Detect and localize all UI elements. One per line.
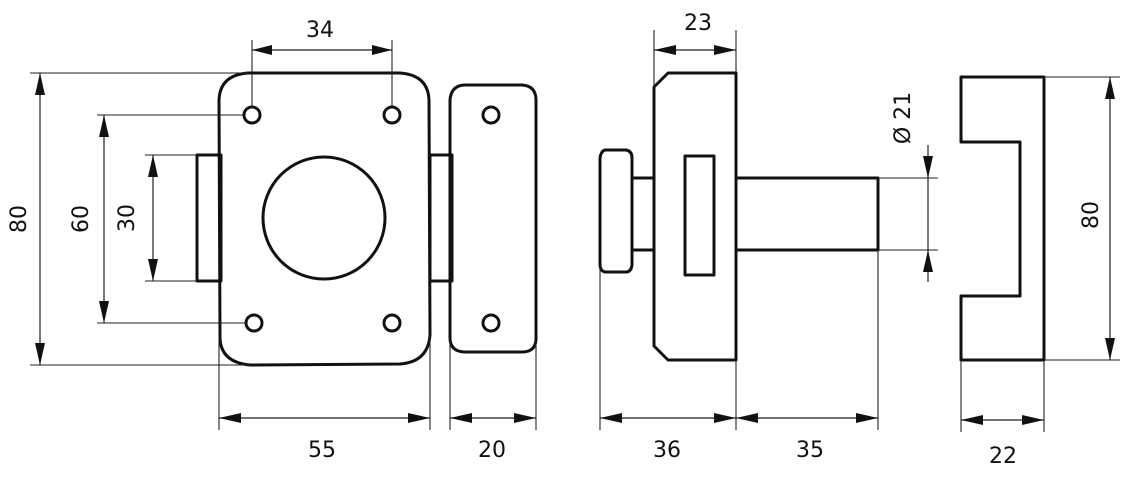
dim-keeper-width: 20: [478, 438, 506, 463]
cylinder-circle: [261, 155, 387, 281]
front-dimensions: 34 80 60 30 55 20: [7, 18, 537, 463]
dim-front-height: 80: [7, 205, 32, 233]
side-body: [652, 71, 738, 362]
dim-hole-vertical: 60: [69, 205, 94, 233]
dim-cylinder-length: 35: [796, 438, 824, 463]
side-dimensions: 23 36 35 Ø 21: [599, 11, 938, 463]
front-view-lock-body: [195, 71, 454, 367]
side-knob: [598, 148, 634, 274]
dim-keeper-side-depth: 22: [989, 444, 1017, 469]
screw-hole-bottom-right: [382, 313, 402, 333]
screw-hole-bottom-left: [244, 313, 264, 333]
dim-front-width: 55: [308, 438, 336, 463]
keeper-hole-top: [481, 105, 501, 125]
dim-knob-depth: 36: [653, 438, 681, 463]
front-view-keeper: [448, 83, 538, 354]
dim-body-depth: 23: [684, 11, 712, 36]
dim-cylinder-diameter: Ø 21: [891, 92, 916, 144]
screw-hole-top-left: [242, 105, 262, 125]
dim-keeper-side-height: 80: [1079, 201, 1104, 229]
keeper-hole-bottom: [481, 313, 501, 333]
front-plate: [217, 71, 432, 367]
keeper-plate: [448, 83, 538, 354]
front-bolt-left: [195, 153, 223, 283]
dim-bolt-height: 30: [115, 204, 140, 232]
screw-hole-top-right: [382, 105, 402, 125]
side-cylinder: [736, 176, 880, 252]
keeper-side-view: [959, 75, 1046, 362]
keeper-side-dimensions: 80 22: [960, 76, 1120, 469]
keeper-side-profile: [959, 75, 1046, 362]
side-view-lock: [598, 71, 880, 362]
dim-hole-spacing: 34: [306, 18, 334, 43]
side-slot: [683, 154, 716, 277]
